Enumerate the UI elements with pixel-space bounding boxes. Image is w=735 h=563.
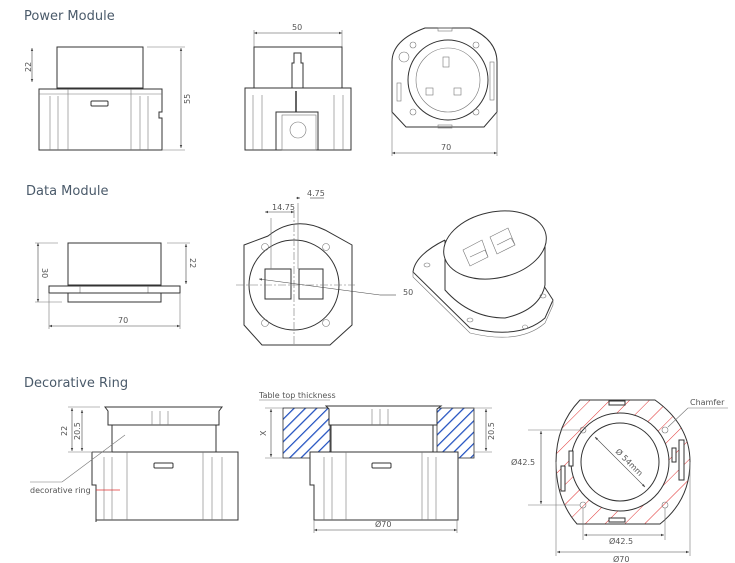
dim-22: 22: [60, 426, 69, 436]
dim-22: 22: [188, 258, 197, 268]
dim-22: 22: [24, 62, 33, 72]
dim-50: 50: [403, 288, 413, 297]
data-module-top-view: 4.75 14.75 50: [236, 189, 413, 346]
table-top-hatch-right: [436, 407, 475, 459]
dim-diameter-70: Ø70: [375, 519, 391, 529]
dim-outer-diameter: Ø70: [613, 554, 629, 563]
section-title-data-module: Data Module: [26, 184, 108, 199]
dim-20-5-right: 20.5: [487, 422, 496, 440]
dim-30: 30: [40, 268, 49, 278]
decorative-ring-installed-view: Table top thickness X 20.5 Ø70: [258, 391, 496, 533]
usb-port-icon: [90, 100, 109, 107]
decorative-ring-top-view: Ø 54mm Chamfer Ø42.5 Ø42.5 Ø70: [511, 398, 728, 563]
dim-20-5: 20.5: [73, 422, 82, 440]
dim-50: 50: [292, 23, 302, 32]
section-title-decorative-ring: Decorative Ring: [24, 376, 128, 391]
power-module-front-view: 50: [244, 23, 352, 151]
usb-port-icon: [153, 462, 174, 469]
section-title-power-module: Power Module: [24, 9, 115, 24]
dim-hole-pitch-horizontal: Ø42.5: [609, 536, 633, 546]
data-module-isometric-view: [412, 210, 554, 338]
dim-70: 70: [118, 316, 128, 325]
dim-x: X: [259, 430, 268, 436]
table-top-hatch-left: [282, 407, 331, 459]
power-module-top-view: 70: [391, 27, 498, 156]
dim-4-75: 4.75: [307, 189, 325, 198]
label-decorative-ring: decorative ring: [30, 486, 91, 495]
power-module-side-view: 22 55: [24, 46, 192, 151]
dim-70: 70: [441, 143, 451, 152]
usb-port-icon: [371, 462, 392, 469]
dim-14-75: 14.75: [272, 203, 295, 212]
label-table-top-thickness: Table top thickness: [258, 391, 336, 400]
dim-hole-pitch-vertical: Ø42.5: [511, 457, 535, 467]
label-chamfer: Chamfer: [690, 398, 725, 407]
decorative-ring-side-view: 22 20.5 decorative ring: [30, 406, 239, 522]
dim-55: 55: [183, 94, 192, 104]
data-module-side-view: 30 22 70: [35, 242, 197, 329]
